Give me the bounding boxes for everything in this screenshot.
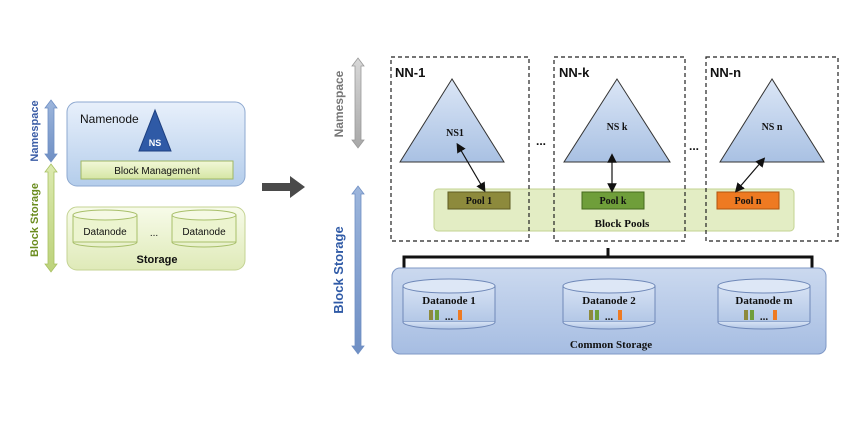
pool-k-label: Pool k xyxy=(600,196,627,207)
left-block-management-label: Block Management xyxy=(114,166,200,177)
pool-1-label: Pool 1 xyxy=(466,196,492,207)
right-namespace-label: Namespace xyxy=(332,70,346,137)
datanode-2-label: Datanode 2 xyxy=(582,295,636,307)
datanode-m xyxy=(717,278,811,330)
nn-1-title: NN-1 xyxy=(395,65,425,80)
left-diagram: Namespace Block Storage Namenode NS Bloc… xyxy=(29,99,246,273)
datanode-m-label: Datanode m xyxy=(735,295,792,307)
right-block-storage-label: Block Storage xyxy=(331,226,346,313)
nn-n-box xyxy=(705,56,839,242)
ns1-label: NS1 xyxy=(446,128,464,139)
right-block-storage-arrow xyxy=(351,185,365,355)
left-datanode-a xyxy=(72,209,138,248)
ns1-pool-connector xyxy=(456,142,486,193)
block-pools-label: Block Pools xyxy=(595,218,650,230)
pool-k: Pool k xyxy=(581,191,645,210)
right-diagram: Namespace Block Storage Block Pools Pool… xyxy=(331,56,839,355)
nsk-label: NS k xyxy=(607,122,628,133)
datanode-1-label: Datanode 1 xyxy=(422,295,475,307)
left-ns-label: NS xyxy=(149,138,162,148)
left-datanode-b xyxy=(171,209,237,248)
left-storage-ellipsis: ... xyxy=(150,228,158,239)
datanode-2 xyxy=(562,278,656,330)
nsn-label: NS n xyxy=(762,122,783,133)
transition-arrow xyxy=(262,176,305,198)
left-block-management-box xyxy=(80,160,234,180)
storage-bracket xyxy=(402,248,814,272)
datanode-1-dots: ... xyxy=(445,311,454,323)
pool-n: Pool n xyxy=(716,191,780,210)
left-datanode-b-label: Datanode xyxy=(182,227,226,238)
common-storage-label: Common Storage xyxy=(570,339,652,351)
left-block-storage-label: Block Storage xyxy=(29,183,41,257)
datanode-2-dots: ... xyxy=(605,311,614,323)
datanode-m-dots: ... xyxy=(760,311,769,323)
nn-n-title: NN-n xyxy=(710,65,741,80)
datanode-1 xyxy=(402,278,496,330)
pool-1: Pool 1 xyxy=(447,191,511,210)
right-namespace-arrow xyxy=(351,57,365,149)
ns1-triangle xyxy=(399,78,505,163)
left-block-storage-arrow xyxy=(44,163,58,273)
left-namenode-label: Namenode xyxy=(80,112,139,126)
nn-k-title: NN-k xyxy=(559,65,590,80)
pool-n-label: Pool n xyxy=(735,196,762,207)
nn-ellipsis-1: ... xyxy=(536,134,546,148)
left-namespace-arrow xyxy=(44,99,58,163)
left-ns-triangle xyxy=(138,108,172,152)
left-storage-label: Storage xyxy=(137,254,178,266)
nn-k-box xyxy=(553,56,686,242)
nsn-triangle xyxy=(719,78,825,163)
nsk-triangle xyxy=(563,78,671,163)
left-datanode-a-label: Datanode xyxy=(83,227,127,238)
nn-ellipsis-2: ... xyxy=(689,139,699,153)
nsn-pool-connector xyxy=(734,157,766,193)
left-namespace-label: Namespace xyxy=(29,100,41,161)
